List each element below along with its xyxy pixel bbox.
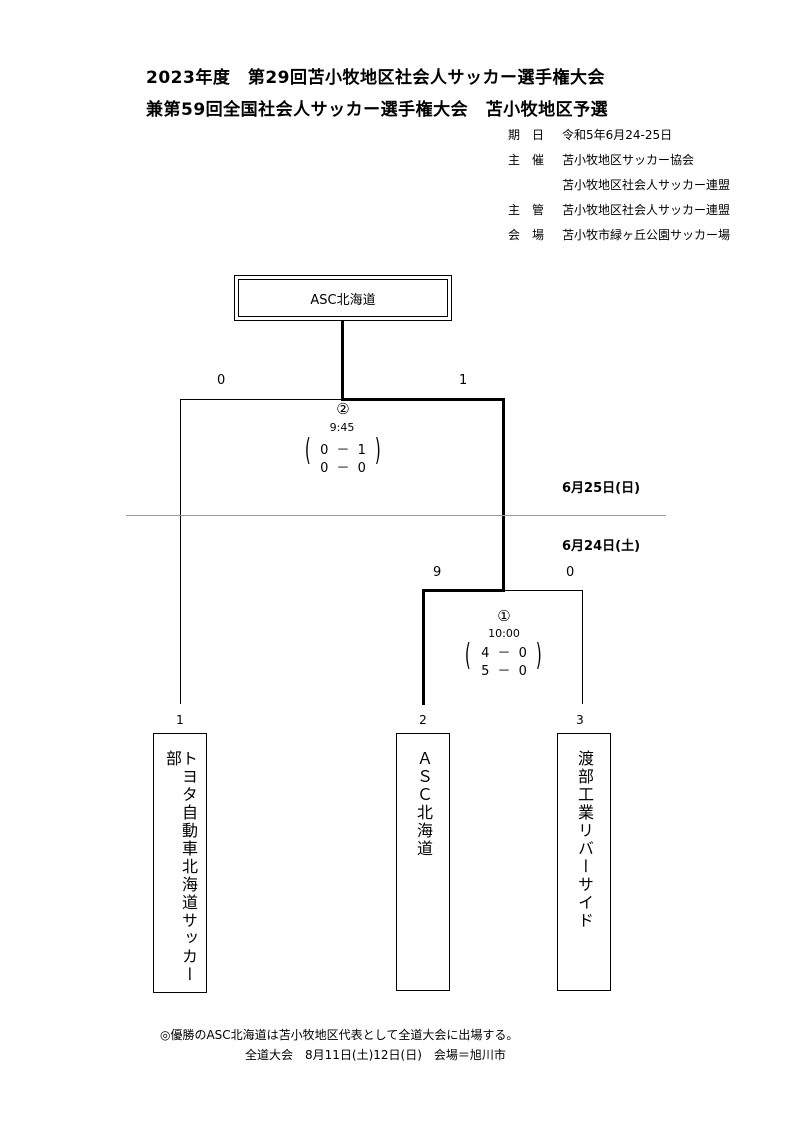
team1-name: トヨタ自動車北海道サッカー部 (163, 750, 198, 984)
final-score-second-half: 0 － 0 (320, 461, 368, 476)
champion-box: ASC北海道 (234, 275, 452, 321)
info-label-organizer: 主催 (508, 153, 557, 167)
bracket-team2-line (422, 589, 425, 705)
team2-box: ＡＳＣ北海道 (396, 733, 450, 991)
final-right-paren: ) (374, 433, 381, 468)
date-day2: 6月25日(日) (562, 481, 641, 496)
semi-left-paren: ( (464, 638, 471, 673)
champion-name: ASC北海道 (238, 279, 448, 317)
final-score-first-half: 0 － 1 (320, 443, 368, 458)
title-line-1: 2023年度 第29回苫小牧地区社会人サッカー選手権大会 (146, 68, 605, 88)
info-value-host: 苫小牧地区社会人サッカー連盟 (562, 203, 731, 217)
info-value-venue: 苫小牧市緑ヶ丘公園サッカー場 (562, 228, 731, 242)
bracket-team3-line (582, 590, 583, 704)
final-left-score: 0 (217, 373, 226, 388)
semi-match-time: 10:00 (488, 627, 520, 640)
bracket-team1-line (180, 399, 181, 704)
team3-seed: 3 (576, 713, 584, 727)
team1-box: トヨタ自動車北海道サッカー部 (153, 733, 207, 993)
semi-left-score: 9 (433, 565, 442, 580)
semi-score-first-half: 4 － 0 (481, 646, 529, 661)
bracket-champion-line (341, 321, 344, 401)
bracket-semi-left-horizontal (422, 589, 505, 592)
team2-seed: 2 (419, 713, 427, 727)
semi-right-paren: ) (535, 638, 542, 673)
bracket-semi-right-horizontal (503, 590, 583, 591)
team3-box: 渡部工業リバーサイド (557, 733, 611, 991)
info-label-date: 期日 (508, 128, 557, 142)
bracket-final-right-horizontal (341, 398, 505, 401)
note-line-2: 全道大会 8月11日(土)12日(日) 会場＝旭川市 (245, 1048, 506, 1062)
info-label-host: 主管 (508, 203, 557, 217)
info-value-organizer-2: 苫小牧地区社会人サッカー連盟 (562, 178, 731, 192)
date-day1: 6月24日(土) (562, 539, 641, 554)
team1-seed: 1 (176, 713, 184, 727)
final-match-time: 9:45 (329, 421, 355, 434)
final-match-number: ② (336, 400, 350, 418)
team2-name: ＡＳＣ北海道 (414, 750, 433, 858)
bracket-final-left-horizontal (180, 399, 342, 400)
semi-right-score: 0 (566, 565, 575, 580)
title-line-2: 兼第59回全国社会人サッカー選手権大会 苫小牧地区予選 (146, 100, 609, 120)
team3-name: 渡部工業リバーサイド (575, 750, 594, 930)
semi-match-number: ① (497, 607, 511, 625)
final-left-paren: ( (304, 433, 311, 468)
semi-score-second-half: 5 － 0 (481, 664, 529, 679)
final-right-score: 1 (459, 373, 468, 388)
bracket-semi-winner-line (502, 398, 505, 591)
info-value-organizer-1: 苫小牧地区サッカー協会 (562, 153, 695, 167)
day-separator (126, 515, 666, 516)
info-label-venue: 会場 (508, 228, 557, 242)
info-value-date: 令和5年6月24-25日 (562, 128, 673, 142)
note-line-1: ◎優勝のASC北海道は苫小牧地区代表として全道大会に出場する。 (160, 1028, 519, 1042)
